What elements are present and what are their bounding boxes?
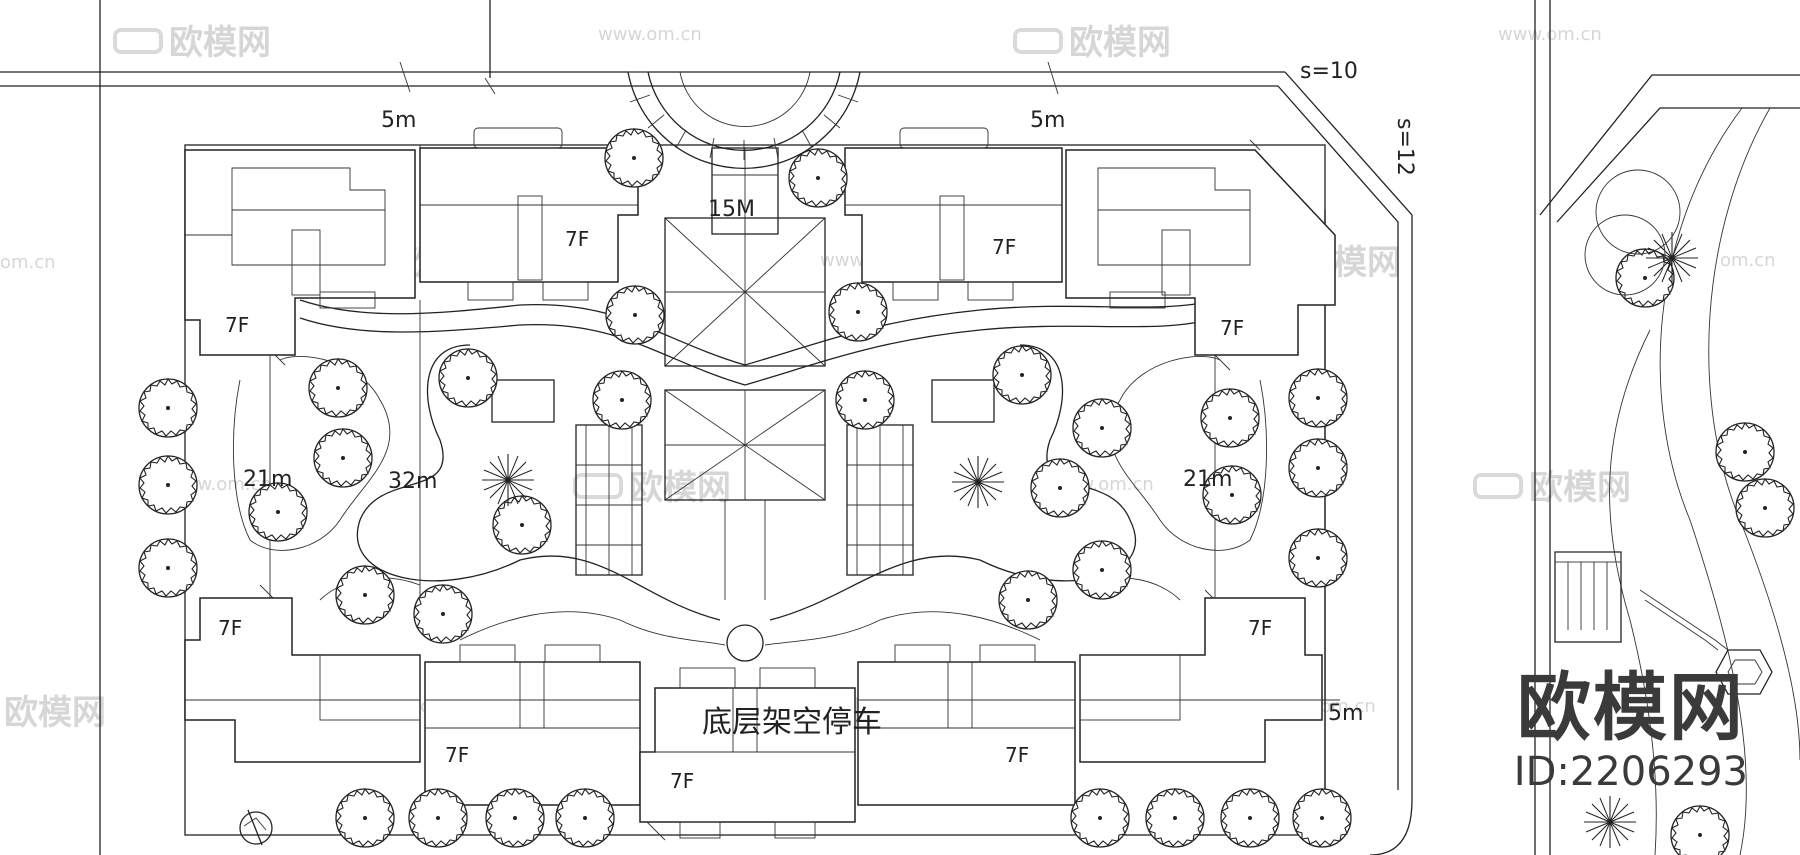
tree-icon [308, 358, 368, 418]
distance-label: 15M [708, 197, 755, 222]
tree-icon [555, 788, 615, 848]
distance-label: 32m [388, 469, 437, 494]
north-arrow-icon [239, 809, 273, 846]
tree-icon [492, 495, 552, 555]
tree-icon [592, 370, 652, 430]
tree-icon [835, 370, 895, 430]
tree-icon [828, 282, 888, 342]
tree-icon [1715, 422, 1775, 482]
distance-label: 21m [243, 467, 292, 492]
distance-label: 21m [1183, 467, 1232, 492]
building-bottom-right-outer [1079, 597, 1323, 763]
tree-icon [1288, 528, 1348, 588]
tree-icon [1288, 438, 1348, 498]
floor-label: 7F [1005, 743, 1029, 767]
garden-features [491, 379, 995, 576]
tree-icon [604, 128, 664, 188]
building-top-right-outer [1065, 149, 1336, 356]
tree-icon [788, 148, 848, 208]
building-top-right-inner [844, 127, 1063, 301]
floor-label: 7F [670, 769, 694, 793]
tree-icon [1288, 368, 1348, 428]
model-id: ID:2206293 [1513, 749, 1748, 795]
tree-icon [992, 345, 1052, 405]
tree-icon [605, 285, 665, 345]
watermark-url: om.cn [0, 252, 56, 273]
tree-icon [138, 378, 198, 438]
watermark-text: 欧模网 [169, 23, 271, 63]
tree-icon [138, 538, 198, 598]
floor-label: 7F [225, 313, 249, 337]
park-features [1554, 169, 1773, 695]
floor-label: 7F [992, 235, 1016, 259]
watermark-text: 欧模网 [1529, 468, 1631, 508]
tree-icon [485, 788, 545, 848]
palm-icon [951, 455, 1005, 509]
watermark-url: www.om.cn [598, 24, 702, 45]
tree-icon [1670, 805, 1730, 855]
floor-label: 7F [1248, 616, 1272, 640]
tree-icon [998, 570, 1058, 630]
setback-label: 5m [1328, 701, 1363, 726]
floor-label: 7F [445, 743, 469, 767]
brand-name: 欧模网 [1516, 665, 1745, 751]
building-bottom-left-inner [424, 644, 641, 806]
floor-labels: 7F 7F 7F 7F 7F 7F 7F 7F 7F [218, 227, 1272, 793]
tree-icon [1200, 388, 1260, 448]
dimension-labels: 5m 5m 5m 15M 21m 21m 32m s=10 s=12 底层架空停… [243, 59, 1417, 740]
tree-icon [1072, 540, 1132, 600]
watermark-text: 欧模网 [4, 693, 106, 733]
brand-watermark: 欧模网 ID:2206293 [1514, 668, 1748, 796]
floor-label: 7F [218, 616, 242, 640]
tree-icon [413, 584, 473, 644]
watermark-text: 欧模网 [629, 468, 731, 508]
tree-icon [408, 788, 468, 848]
tree-icon [138, 455, 198, 515]
tree-icon [1292, 788, 1352, 848]
floor-label: 7F [565, 227, 589, 251]
tree-icon [1030, 458, 1090, 518]
tree-icon [1072, 398, 1132, 458]
building-bottom-left-outer [184, 597, 421, 763]
building-bottom-center [639, 667, 856, 839]
parking-label: 底层架空停车 [702, 705, 882, 740]
tree-icon [335, 565, 395, 625]
tree-icon [438, 348, 498, 408]
entrance-plaza [627, 71, 861, 169]
palm-icon [1583, 795, 1637, 849]
building-top-left-outer [184, 149, 416, 356]
watermark-url: om.cn [1720, 250, 1776, 271]
tree-icon [1070, 788, 1130, 848]
tree-icon [1145, 788, 1205, 848]
central-pavilion [664, 147, 826, 662]
setback-label: 5m [381, 108, 416, 133]
slope-label: s=10 [1300, 59, 1358, 84]
watermark-text: 欧模网 [1069, 23, 1171, 63]
setback-label: 5m [1030, 108, 1065, 133]
tree-icon [335, 788, 395, 848]
building-bottom-right-inner [857, 644, 1076, 806]
slope-label: s=12 [1392, 118, 1417, 176]
tree-icon [1735, 478, 1795, 538]
tree-icon [313, 428, 373, 488]
tree-icon [1220, 788, 1280, 848]
floor-label: 7F [1220, 316, 1244, 340]
